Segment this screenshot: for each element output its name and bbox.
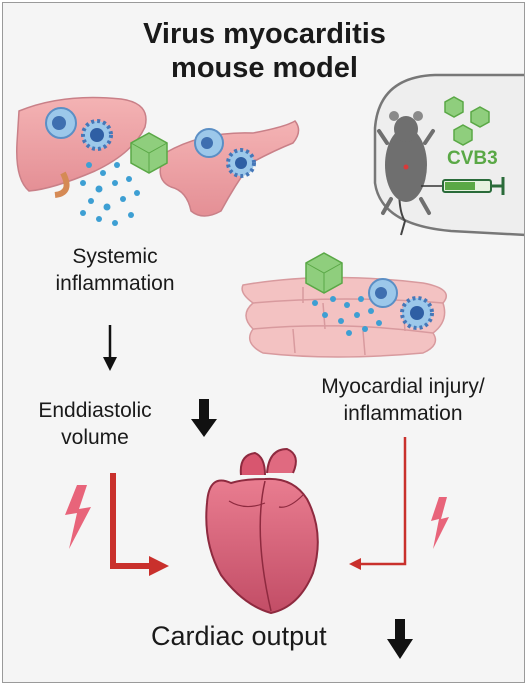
virus-icon [444,96,490,146]
edv-line-1: Enddiastolic [38,399,152,422]
cytokine-dots-tissue [312,296,382,336]
syringe-icon [421,177,505,195]
illustration-layer [16,73,524,659]
down-arrow-icon [191,399,217,437]
systemic-line-1: Systemic [72,245,158,268]
down-arrow-icon [387,619,413,659]
immune-cell-icon [368,278,434,330]
edv-line-2: volume [61,426,129,449]
lightning-icon [431,497,449,549]
lightning-icon [65,485,91,549]
virus-icon [305,252,343,294]
enddiastolic-volume-label: Enddiastolic volume [3,397,187,451]
myocardial-line-2: inflammation [343,402,463,425]
myocardial-injury-label: Myocardial injury/ inflammation [279,373,524,427]
cytokine-dots-systemic [80,162,140,226]
mouse-icon [377,111,435,236]
red-arrow-left [110,473,169,576]
cardiac-output-label: Cardiac output [151,621,327,651]
figure-title: Virus myocarditis mouse model [3,17,524,85]
heart-icon [205,447,319,615]
title-line-1: Virus myocarditis [143,18,386,50]
down-arrow-icon [103,325,117,371]
systemic-inflammation-label: Systemic inflammation [43,243,187,297]
systemic-line-2: inflammation [55,272,175,295]
virus-icon [130,132,168,174]
myocardial-line-1: Myocardial injury/ [321,375,485,398]
red-arrow-right [349,437,407,570]
immune-cell-icon [45,107,256,178]
title-line-2: mouse model [171,52,358,84]
virus-label: CVB3 [447,148,498,169]
